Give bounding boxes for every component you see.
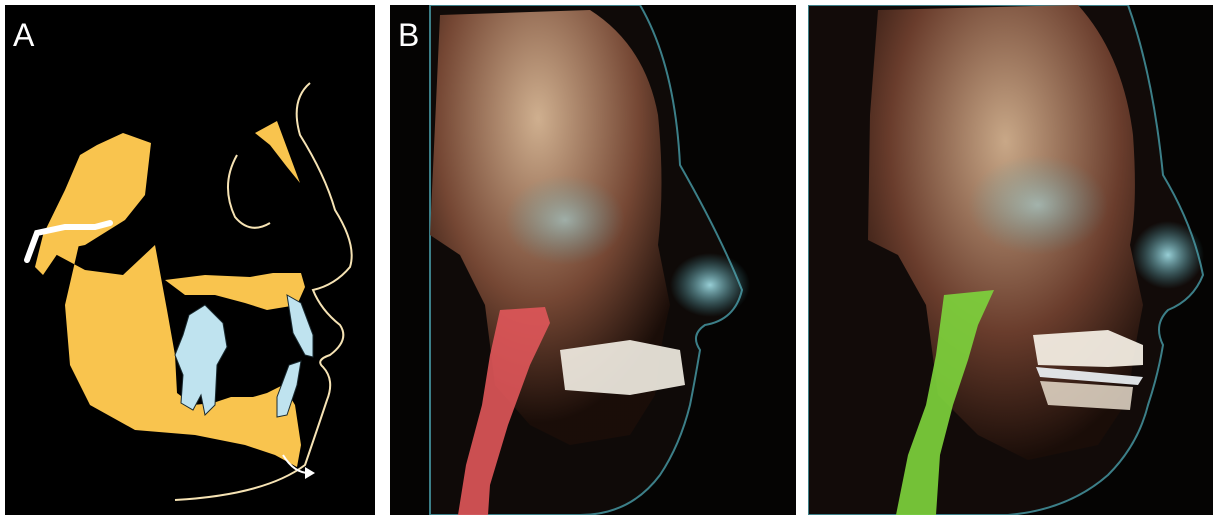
schematic-drawing: [5, 5, 375, 515]
panel-label-b: B: [398, 19, 419, 51]
orbit-outline: [228, 155, 270, 228]
panel-c-ct-render: [808, 5, 1213, 515]
maxilla: [165, 273, 305, 310]
panel-label-a: A: [13, 19, 34, 51]
panel-a-schematic: A: [5, 5, 375, 515]
lower-incisor: [277, 361, 301, 417]
nose-soft-tissue-c: [1132, 221, 1204, 289]
cranial-bone: [35, 133, 151, 275]
nose-soft-tissue-b: [670, 253, 750, 317]
ct-render-b: [390, 5, 796, 515]
panel-b-ct-render: B: [390, 5, 796, 515]
molar-tooth: [175, 305, 227, 415]
nasal-bone: [255, 121, 300, 183]
upper-incisor: [287, 295, 313, 357]
ct-render-c: [808, 5, 1213, 515]
sinus-cyan-b: [505, 175, 625, 265]
teeth-render-b: [560, 340, 685, 395]
arrow-head: [305, 467, 315, 479]
sinus-cyan-c: [968, 155, 1108, 255]
